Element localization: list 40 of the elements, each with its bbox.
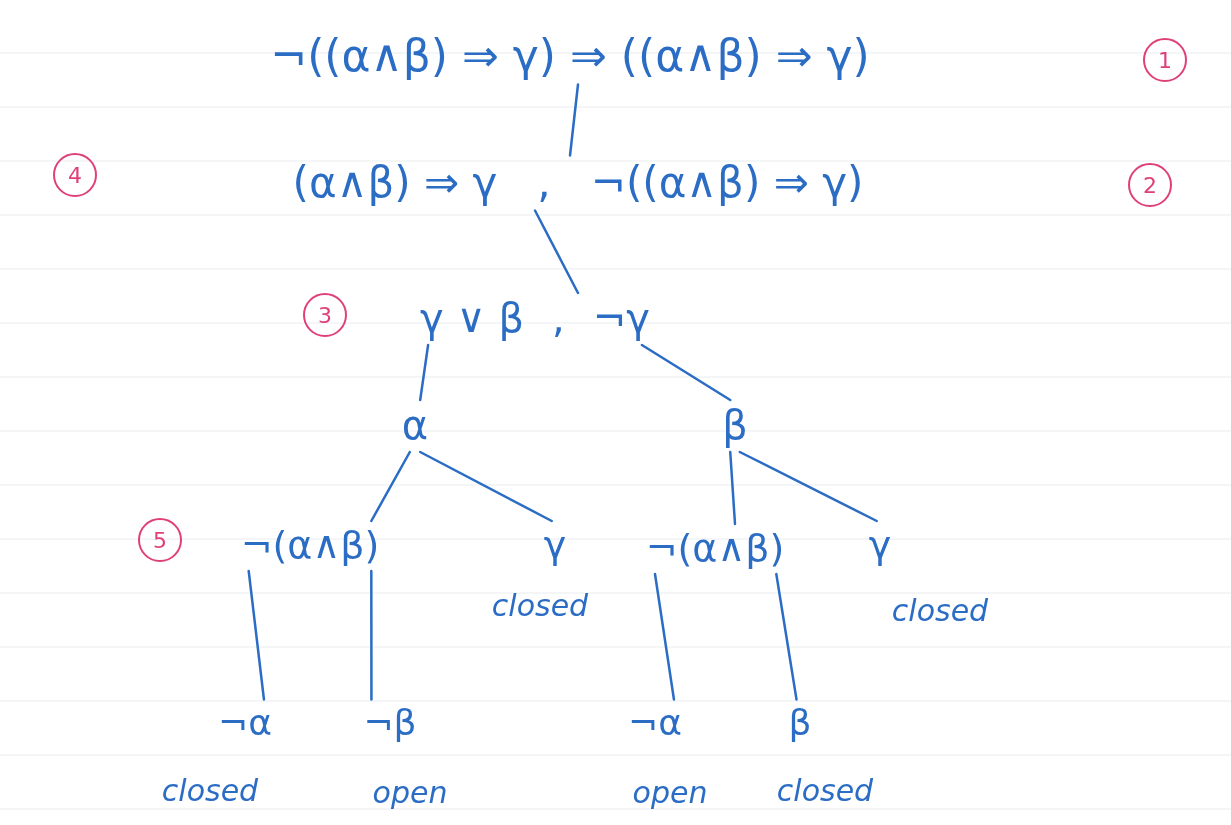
- step-number: 2: [1128, 163, 1172, 207]
- tree-branch: [418, 450, 553, 523]
- branch-status: closed: [161, 772, 259, 808]
- formula: ,: [552, 295, 565, 341]
- formula: ¬β: [363, 701, 417, 743]
- formula: β: [722, 402, 748, 448]
- step-number: 4: [53, 153, 97, 197]
- tree-branch: [418, 343, 430, 402]
- formula: ¬((α∧β) ⇒ γ) ⇒ ((α∧β) ⇒ γ): [270, 29, 870, 81]
- formula: ¬α: [218, 701, 272, 743]
- branch-status: open: [372, 774, 448, 810]
- tree-branch: [653, 572, 676, 701]
- formula: γ: [868, 523, 892, 567]
- step-number: 3: [303, 293, 347, 337]
- tree-branch: [729, 450, 737, 526]
- formula: (α∧β) ⇒ γ: [292, 157, 498, 207]
- step-number: 1: [1143, 38, 1187, 82]
- tree-branch: [370, 569, 373, 701]
- formula: ¬((α∧β) ⇒ γ): [590, 157, 864, 207]
- branch-status: closed: [491, 587, 589, 623]
- formula: β: [788, 701, 812, 743]
- tree-branch: [775, 572, 798, 701]
- branch-status: closed: [891, 592, 989, 628]
- step-number: 5: [138, 518, 182, 562]
- formula: ¬(α∧β): [645, 526, 785, 570]
- tree-branch: [738, 450, 878, 523]
- formula: ¬γ: [592, 295, 650, 341]
- formula: α: [401, 402, 429, 448]
- tree-branch: [247, 569, 266, 701]
- branch-status: closed: [776, 772, 874, 808]
- tree-branch: [370, 450, 412, 523]
- formula: ¬α: [628, 701, 682, 743]
- branch-status: open: [632, 774, 708, 810]
- formula: γ ∨ β: [420, 295, 524, 341]
- tree-branch: [533, 209, 580, 295]
- tree-branch: [568, 83, 580, 157]
- formula: γ: [543, 523, 567, 567]
- formula: ¬(α∧β): [240, 523, 380, 567]
- formula: ,: [537, 157, 551, 207]
- tree-branch: [640, 343, 732, 402]
